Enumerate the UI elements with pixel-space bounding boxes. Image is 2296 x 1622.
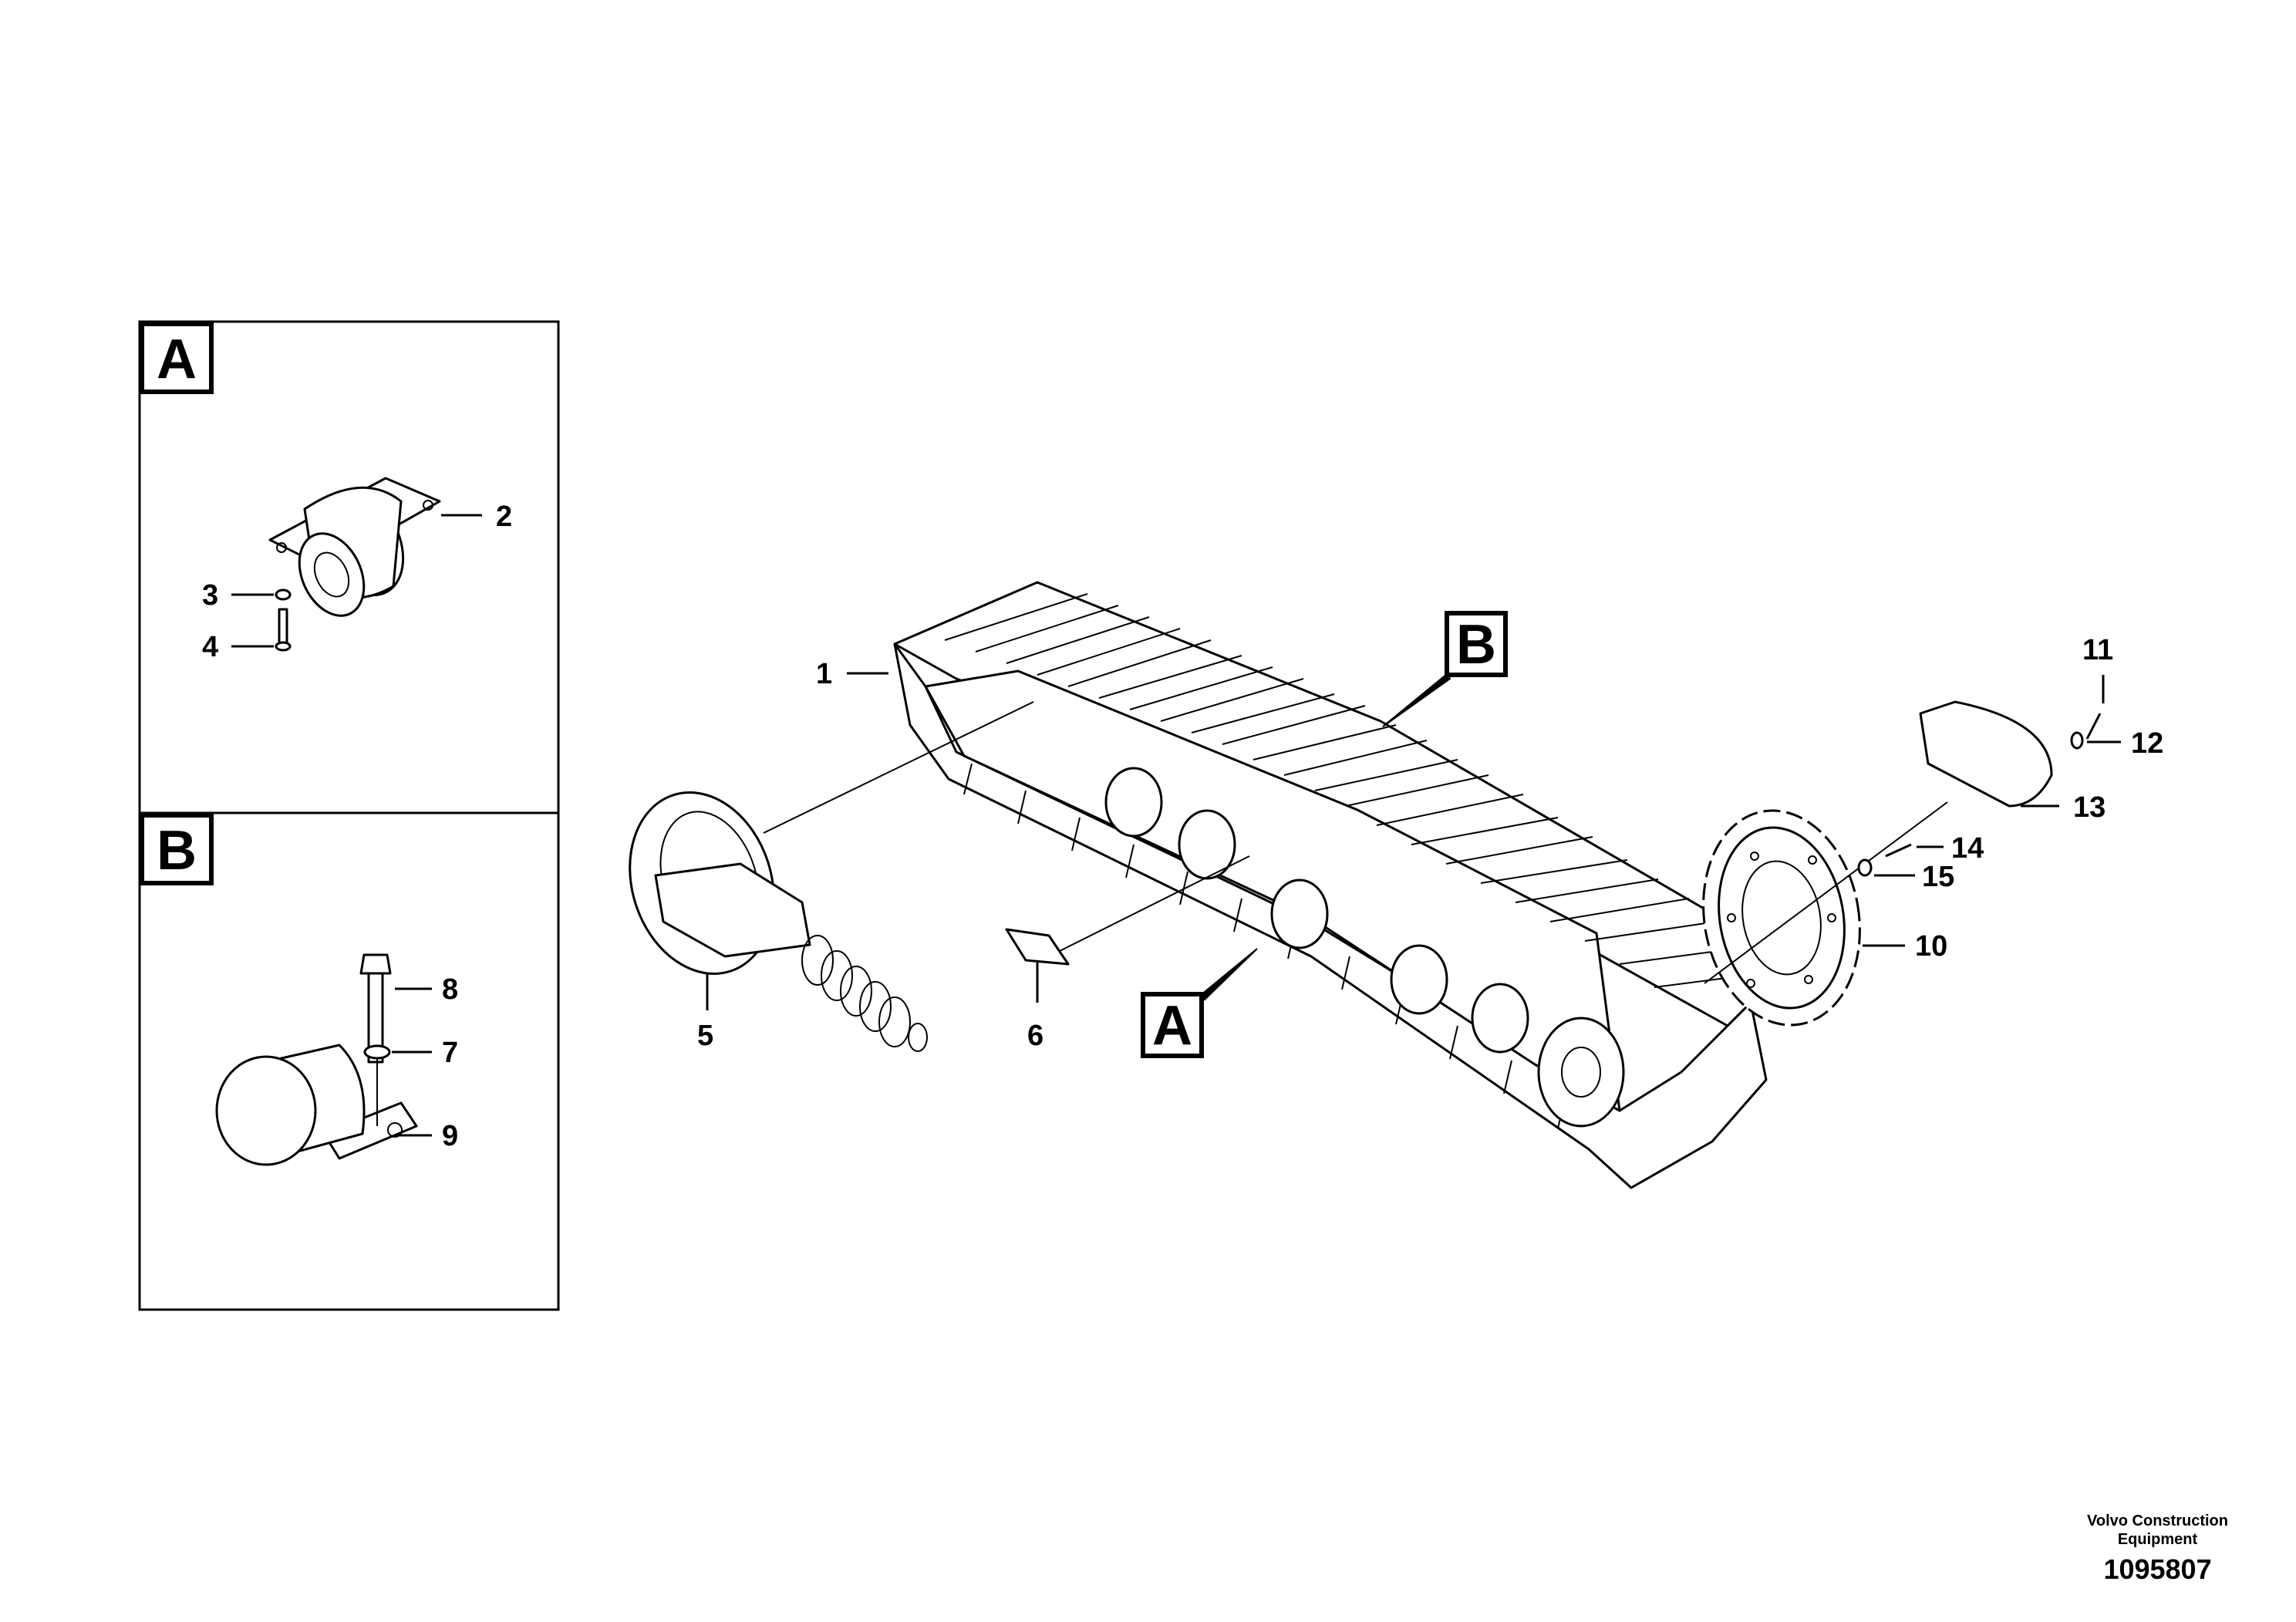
frame-rollers [1104,767,1529,1054]
label-7: 7 [442,1037,458,1069]
svg-text:B: B [1456,614,1496,676]
bolt-part-4 [275,608,292,652]
bolt-part-8 [359,953,392,1064]
label-3: 3 [202,579,218,612]
label-4: 4 [202,631,218,663]
washer-part-12 [2070,731,2084,750]
carrier-roller-part-9 [215,1044,418,1166]
bolt-part-14 [1885,843,1912,858]
label-11: 11 [2082,634,2113,666]
panel-b-letter: B [157,820,197,882]
washer-part-7 [363,1044,391,1060]
label-12: 12 [2131,727,2163,760]
guard-plate-part-6 [1005,928,1070,966]
company-name-line-2: Equipment [2117,1531,2198,1548]
label-13: 13 [2073,791,2106,824]
track-roller-part [268,477,441,617]
idler-recoil-assembly-part-5 [629,701,1034,1052]
callout-a: A [1141,948,1258,1058]
label-2: 2 [496,501,512,533]
svg-text:A: A [1152,995,1192,1057]
sprocket-part-10 [1702,809,1861,1027]
label-1: 1 [816,658,832,690]
panel-a-letter: A [157,329,197,390]
drive-hub [1537,1017,1625,1128]
callout-b: B [1382,611,1508,727]
bolt-part-11 [2085,713,2102,740]
label-14: 14 [1951,832,1984,865]
label-9: 9 [442,1120,458,1152]
label-15: 15 [1922,861,1954,893]
crawler-track-assembly [893,581,1768,1189]
washer-part-3 [275,588,292,601]
detail-panel-a: A 2 3 4 [138,320,560,814]
washer-part-15 [1857,858,1873,877]
label-10: 10 [1915,930,1947,963]
company-name-line-1: Volvo Construction [2087,1512,2228,1529]
label-8: 8 [442,973,458,1006]
label-6: 6 [1027,1020,1043,1052]
drawing-part-number: 1095807 [2103,1553,2212,1585]
footer-block: Volvo Construction Equipment 1095807 [2087,1512,2228,1586]
cover-part-13 [1919,700,2053,808]
label-5: 5 [697,1020,713,1052]
detail-panel-b: B 8 7 9 [138,811,560,1311]
